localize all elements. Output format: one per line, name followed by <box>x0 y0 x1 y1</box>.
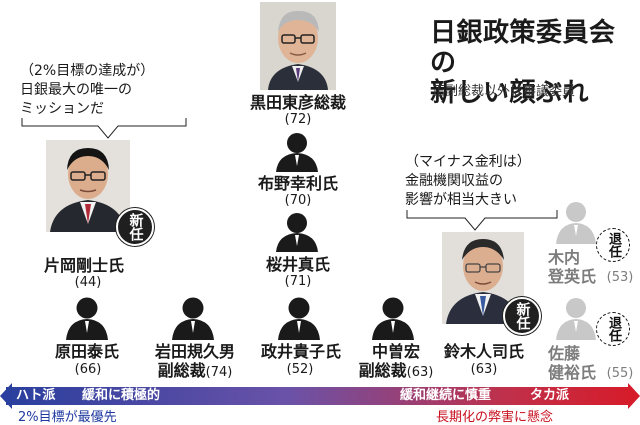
kataoka-name: 片岡剛士氏 <box>43 256 124 275</box>
sakurai-silhouette <box>276 212 318 252</box>
iwata-silhouette <box>172 296 214 340</box>
page-title: 日銀政策委員会の 新しい顔ぶれ <box>430 18 640 108</box>
kuroda-photo <box>260 2 336 90</box>
sato-retire-badge: 退任 <box>596 312 630 346</box>
nakaso-name-line-1: 中曽宏 <box>371 342 420 361</box>
suzuki-quote-line-1: （マイナス金利は） <box>405 154 531 170</box>
nunou-name: 布野幸利氏 <box>257 174 338 193</box>
kataoka-quote-line-2: 日銀最大の唯一の <box>20 82 132 98</box>
masai-age: (52) <box>286 362 314 377</box>
suzuki-quote: （マイナス金利は） 金融機関収益の 影響が相当大きい <box>405 153 531 210</box>
nakaso-name-line-2: 副総裁(63) <box>354 361 438 382</box>
harada-silhouette <box>66 296 108 340</box>
left-arrow-icon <box>0 383 12 409</box>
nakaso-age: (63) <box>406 365 434 380</box>
iwata-name-line-2: 副総裁(74) <box>150 361 240 382</box>
nakaso-name: 中曽宏 副総裁(63) <box>354 342 438 382</box>
suzuki-quote-line-2: 金融機関収益の <box>405 173 503 189</box>
iwata-age: (74) <box>205 365 233 380</box>
hawk-label: タカ派 <box>530 388 570 403</box>
harada-age: (66) <box>74 362 102 377</box>
kiuchi-name: 木内 登英氏 <box>548 248 608 286</box>
sato-silhouette <box>556 296 596 340</box>
kataoka-new-badge: 新任 <box>116 208 154 246</box>
hawk-note: 長期化の弊害に懸念 <box>436 410 554 425</box>
masai-silhouette <box>278 296 320 340</box>
kiuchi-age: (53) <box>606 270 634 285</box>
kataoka-quote: （2%目標の達成が） 日銀最大の唯一の ミッションだ <box>20 62 154 119</box>
kuroda-age: (72) <box>284 112 312 127</box>
sato-name-line-2: 健裕氏 <box>548 363 597 382</box>
sakurai-age: (71) <box>284 274 312 289</box>
kataoka-photo <box>46 140 130 232</box>
dove-note: 2%目標が最優先 <box>18 410 117 425</box>
suzuki-quote-line-3: 影響が相当大きい <box>405 192 517 208</box>
kiuchi-retire-badge: 退任 <box>596 228 630 262</box>
sakurai-name: 桜井真氏 <box>265 255 330 274</box>
title-line-1: 日銀政策委員会の <box>430 18 616 78</box>
kataoka-quote-line-3: ミッションだ <box>20 101 104 117</box>
nakaso-silhouette <box>372 296 414 340</box>
dove-hawk-spectrum-bar <box>6 387 632 405</box>
iwata-name: 岩田規久男 副総裁(74) <box>150 342 240 382</box>
sato-name-line-1: 佐藤 <box>548 344 581 363</box>
nunou-age: (70) <box>284 193 312 208</box>
kiuchi-name-line-1: 木内 <box>548 248 581 267</box>
kuroda-name: 黒田東彦総裁 <box>249 93 346 112</box>
hawk-description: 緩和継続に慎重 <box>400 388 492 403</box>
suzuki-age: (63) <box>470 362 498 377</box>
kataoka-age: (44) <box>74 275 102 290</box>
suzuki-photo <box>442 232 524 324</box>
sato-name: 佐藤 健裕氏 <box>548 344 608 382</box>
sato-age: (55) <box>606 366 634 381</box>
dove-description: 緩和に積極的 <box>82 388 161 403</box>
kiuchi-silhouette <box>556 200 596 244</box>
harada-name: 原田泰氏 <box>54 342 119 361</box>
title-line-2: 新しい顔ぶれ <box>430 78 590 108</box>
nakaso-role: 副総裁 <box>358 361 407 380</box>
suzuki-new-badge: 新任 <box>503 297 541 335</box>
dove-label: ハト派 <box>16 388 56 403</box>
subtitle: 正副総裁以外は審議委員 <box>432 84 576 99</box>
iwata-name-line-1: 岩田規久男 <box>154 342 235 361</box>
kataoka-quote-line-1: （2%目標の達成が） <box>20 63 155 79</box>
kataoka-quote-pointer <box>21 118 187 139</box>
suzuki-quote-pointer <box>406 210 558 231</box>
suzuki-name: 鈴木人司氏 <box>443 342 524 361</box>
nunou-silhouette <box>276 132 318 172</box>
iwata-role: 副総裁 <box>157 361 206 380</box>
masai-name: 政井貴子氏 <box>260 342 341 361</box>
kiuchi-name-line-2: 登英氏 <box>548 267 597 286</box>
right-arrow-icon <box>628 383 640 409</box>
